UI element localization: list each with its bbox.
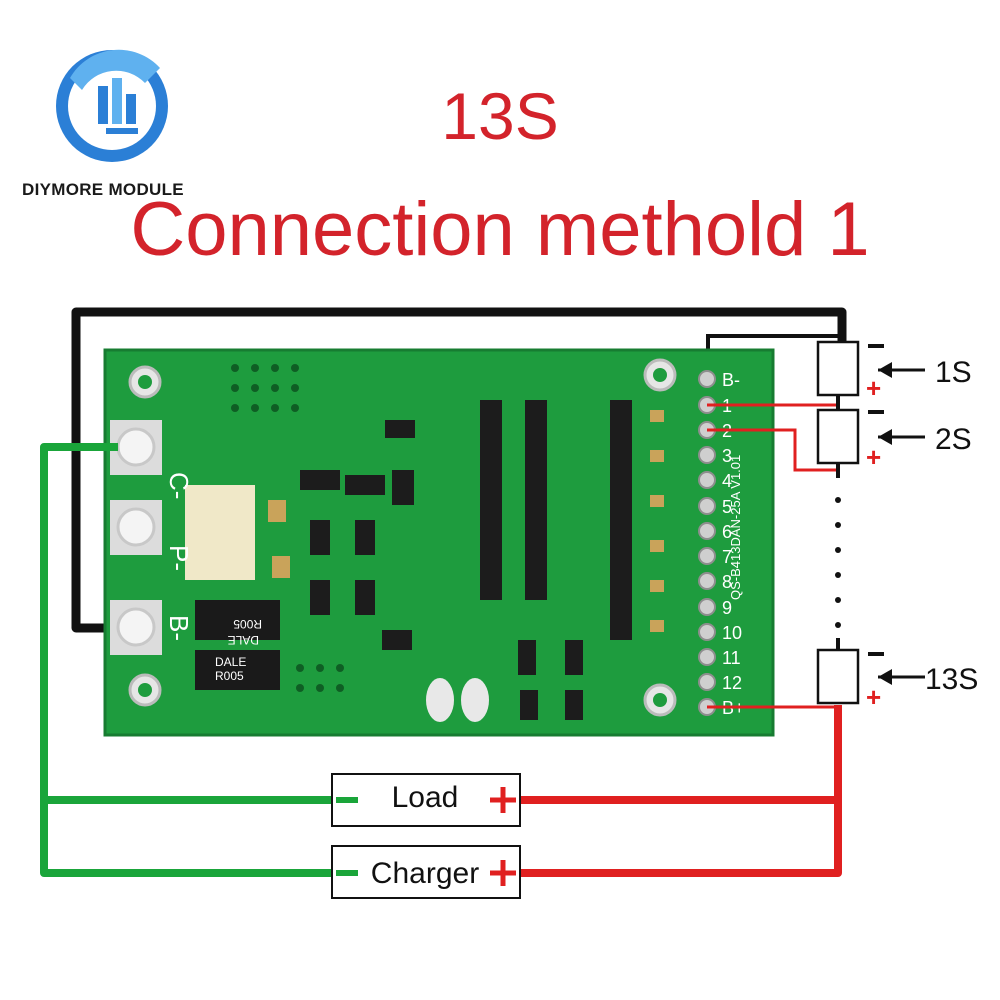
charger-label: Charger — [371, 857, 479, 890]
resistor-mark-3: DALE — [215, 655, 246, 669]
header-label-7: 7 — [722, 547, 732, 567]
header-label-12: 12 — [722, 673, 742, 693]
cell-label-1s: 1S — [935, 356, 972, 389]
resistor-mark-2: DALE — [228, 633, 259, 647]
cell-1s: + 1S — [816, 340, 972, 403]
diymore-logo-icon — [56, 49, 168, 162]
header-label-4: 4 — [722, 471, 732, 491]
logo-text: DIYMORE MODULE — [22, 180, 184, 199]
dotted-continuation — [835, 497, 841, 628]
header-label-10: 10 — [722, 623, 742, 643]
pad-label-p: P- — [164, 545, 194, 571]
cell-label-13s: 13S — [925, 663, 978, 696]
header-label-11: 11 — [722, 648, 741, 668]
resistor-mark-4: R005 — [215, 669, 244, 683]
header-label-b-minus: B- — [722, 370, 740, 390]
svg-text:+: + — [866, 682, 881, 712]
pcb-board — [103, 348, 775, 737]
pad-label-b: B- — [164, 615, 194, 641]
resistor-mark-1: R005 — [233, 617, 262, 631]
load-box: Load — [331, 773, 521, 827]
green-wire — [40, 443, 348, 877]
load-label: Load — [392, 781, 459, 814]
header-label-5: 5 — [722, 497, 732, 517]
svg-text:+: + — [866, 442, 881, 472]
silkscreen-text: QS-B413DAN-25A V1.01 — [728, 455, 743, 600]
header-label-9: 9 — [722, 598, 732, 618]
header-label-8: 8 — [722, 572, 732, 592]
red-balance-wires — [707, 403, 838, 709]
cell-2s: + 2S — [816, 408, 972, 472]
title-connection-method: Connection methold 1 — [130, 187, 870, 272]
cell-13s: + 13S — [816, 648, 978, 712]
svg-text:+: + — [866, 373, 881, 403]
header-label-3: 3 — [722, 446, 732, 466]
charger-box: Charger — [331, 845, 521, 899]
pad-label-c: C- — [164, 472, 194, 499]
title-13s: 13S — [441, 79, 559, 153]
red-wire — [505, 705, 842, 877]
cell-label-2s: 2S — [935, 423, 972, 456]
header-label-6: 6 — [722, 522, 732, 542]
